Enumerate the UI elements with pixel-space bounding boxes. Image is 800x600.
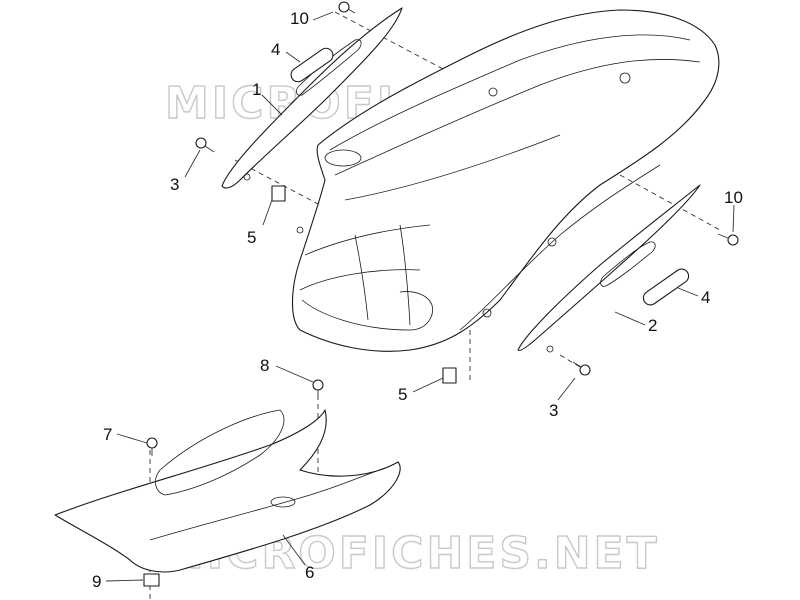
- screw-3-right: [572, 361, 591, 376]
- gasket-right: [642, 268, 690, 306]
- callout-4-right: 4: [701, 288, 710, 307]
- clip-5-left: [271, 185, 286, 202]
- alignment-line: [334, 11, 446, 71]
- side-panel-right: [517, 184, 701, 353]
- callout-7: 7: [103, 425, 112, 444]
- gasket-left: [290, 47, 334, 83]
- callout-1: 1: [252, 80, 261, 99]
- lower-cover: [54, 409, 401, 573]
- callout-5-right: 5: [398, 385, 407, 404]
- callout-5-left: 5: [247, 228, 256, 247]
- screw-7: [146, 437, 158, 456]
- alignment-line: [619, 174, 721, 231]
- clip-9: [143, 573, 160, 587]
- screw-10-right: [717, 233, 739, 246]
- callout-4-top: 4: [271, 40, 280, 59]
- callout-8: 8: [260, 356, 269, 375]
- screw-8: [312, 379, 324, 398]
- callout-2: 2: [648, 316, 657, 335]
- rear-body-shell: [292, 9, 720, 352]
- callout-3-right: 3: [549, 401, 558, 420]
- callout-9: 9: [92, 572, 101, 591]
- callout-3-left: 3: [170, 175, 179, 194]
- callout-10-right: 10: [724, 188, 743, 207]
- side-panel-left: [221, 7, 403, 189]
- alignment-line: [234, 159, 321, 206]
- callout-10-top: 10: [290, 9, 309, 28]
- screw-3-left: [195, 137, 215, 153]
- alignment-line: [559, 354, 586, 371]
- clip-5-right: [442, 367, 457, 384]
- screw-10-top: [338, 1, 356, 14]
- callout-6: 6: [305, 563, 314, 582]
